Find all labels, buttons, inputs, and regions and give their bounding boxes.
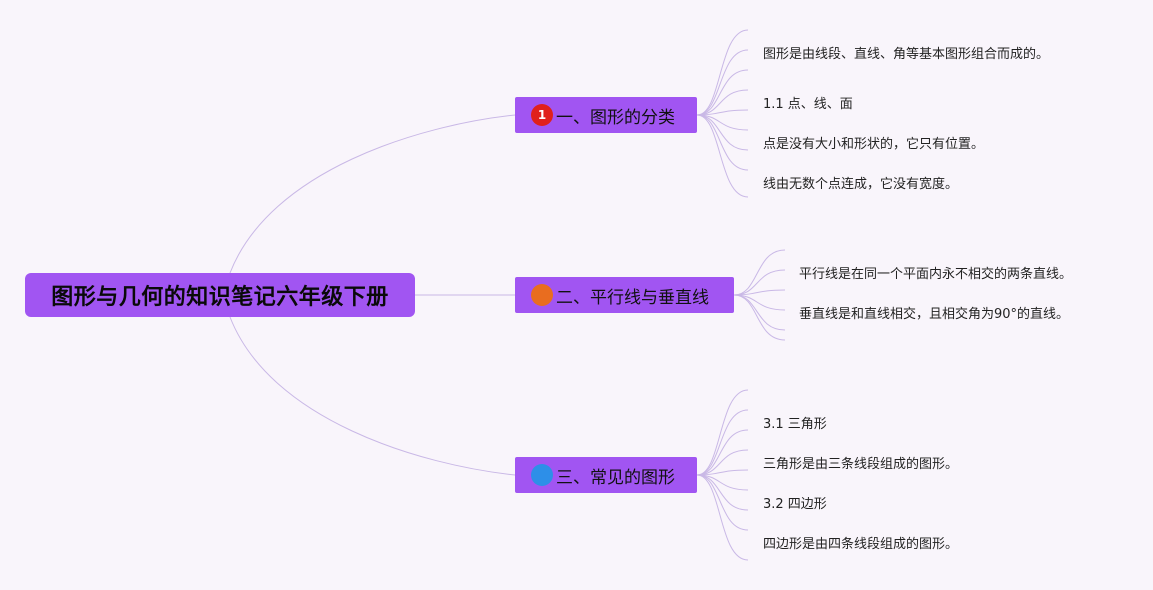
leaf-text[interactable]: 四边形是由四条线段组成的图形。 (763, 537, 959, 552)
leaf-text[interactable]: 垂直线是和直线相交，且相交角为90°的直线。 (799, 307, 1070, 322)
connector-fan-3-9 (696, 474, 749, 561)
branch-graphic-classification[interactable]: 1 一、图形的分类 (515, 97, 697, 133)
leaf-text[interactable]: 三角形是由三条线段组成的图形。 (763, 457, 959, 472)
connector-fan-3-1 (696, 389, 749, 476)
root-title: 图形与几何的知识笔记六年级下册 (51, 285, 389, 310)
leaf-text[interactable]: 平行线是在同一个平面内永不相交的两条直线。 (799, 267, 1073, 282)
connector-fan-1-3 (696, 69, 749, 116)
connector-fan-2-1 (733, 249, 786, 296)
leaf-text[interactable]: 图形是由线段、直线、角等基本图形组合而成的。 (763, 47, 1050, 62)
number-1-badge-icon: 1 (531, 104, 553, 126)
number-3-badge-icon (531, 464, 553, 486)
connector-fan-1-7 (696, 114, 749, 151)
connector-fan-1-2 (696, 49, 749, 116)
number-2-badge-icon (531, 284, 553, 306)
branch-label: 二、平行线与垂直线 (556, 287, 709, 308)
branch-label: 一、图形的分类 (556, 107, 675, 128)
connector-fan-3-7 (696, 474, 749, 511)
connector-fan-3-2 (696, 409, 749, 476)
connector-fan-1-8 (696, 114, 749, 171)
connector-fan-3-3 (696, 429, 749, 476)
connector-fan-1-4 (696, 89, 749, 116)
branch-label: 三、常见的图形 (556, 467, 675, 488)
connector-fan-3-8 (696, 474, 749, 531)
leaf-text[interactable]: 点是没有大小和形状的，它只有位置。 (763, 137, 985, 152)
root-node[interactable]: 图形与几何的知识笔记六年级下册 (25, 273, 415, 317)
connector-fan-3-4 (696, 449, 749, 476)
connector-fan-2-2 (733, 269, 786, 296)
branch-parallel-perpendicular[interactable]: 二、平行线与垂直线 (515, 277, 734, 313)
leaf-text[interactable]: 3.2 四边形 (763, 497, 827, 512)
leaf-text[interactable]: 3.1 三角形 (763, 417, 827, 432)
connector-fan-1-9 (696, 114, 749, 198)
connector-fan-2-6 (733, 294, 786, 341)
leaf-text[interactable]: 1.1 点、线、面 (763, 97, 853, 112)
branch-common-shapes[interactable]: 三、常见的图形 (515, 457, 697, 493)
connector-root-branch1 (229, 114, 516, 274)
leaf-text[interactable]: 线由无数个点连成，它没有宽度。 (763, 177, 959, 192)
connector-root-branch3 (229, 316, 516, 476)
connector-fan-2-5 (733, 294, 786, 331)
connector-fan-1-1 (696, 29, 749, 116)
